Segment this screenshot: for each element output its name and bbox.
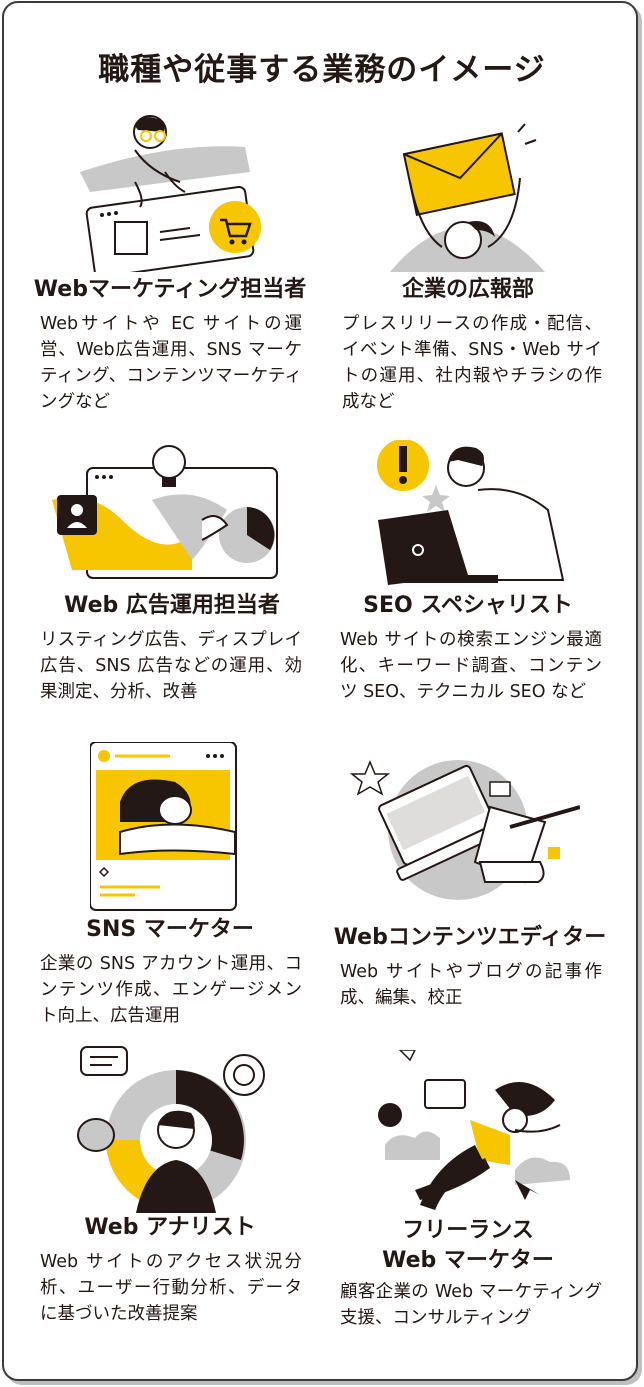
role-title-ad-operator: Web 広告運用担当者 — [64, 593, 280, 618]
role-title-freelance-line2: Web マーケター — [382, 1248, 554, 1273]
pr-illustration — [370, 122, 570, 272]
freelance-illustration — [365, 1050, 575, 1210]
ad-operator-illustration — [52, 440, 282, 585]
marketer-illustration — [80, 112, 280, 272]
role-title-pr: 企業の広報部 — [401, 277, 534, 302]
role-desc-ad-operator: リスティング広告、ディスプレイ広告、SNS 広告などの運用、効果測定、分析、改善 — [40, 630, 302, 702]
role-title-freelance-line1: フリーランス — [402, 1218, 534, 1243]
role-title-seo: SEO スペシャリスト — [363, 593, 573, 618]
role-title-content-editor: Webコンテンツエディター — [333, 925, 607, 950]
role-title-sns: SNS マーケター — [86, 917, 254, 942]
role-desc-pr: プレスリリースの作成・配信、イベント準備、SNS・Web サイトの運用、社内報や… — [342, 314, 602, 412]
role-desc-seo: Web サイトの検索エンジン最適化、キーワード調査、コンテンツ SEO、テクニカ… — [340, 630, 602, 702]
page-title: 職種や従事する業務のイメージ — [98, 52, 546, 88]
role-desc-sns: 企業の SNS アカウント運用、コンテンツ作成、エンゲージメント向上、広告運用 — [40, 954, 302, 1026]
sns-marketer-illustration — [90, 742, 240, 912]
role-title-web-marketer: Webマーケティング担当者 — [33, 277, 307, 302]
seo-illustration — [358, 440, 578, 585]
analyst-illustration — [76, 1045, 266, 1215]
role-desc-freelance: 顧客企業の Web マーケティング支援、コンサルティング — [340, 1282, 602, 1328]
role-desc-web-marketer: Webサイトや EC サイトの運営、Web広告運用、SNS マーケティング、コン… — [40, 314, 302, 412]
role-desc-analyst: Web サイトのアクセス状況分析、ユーザー行動分析、データに基づいた改善提案 — [40, 1252, 302, 1324]
role-title-analyst: Web アナリスト — [84, 1215, 256, 1240]
role-title-freelance: フリーランス Web マーケター — [330, 1216, 606, 1276]
role-desc-content-editor: Web サイトやブログの記事作成、編集、校正 — [340, 962, 602, 1008]
content-editor-illustration — [350, 752, 580, 902]
